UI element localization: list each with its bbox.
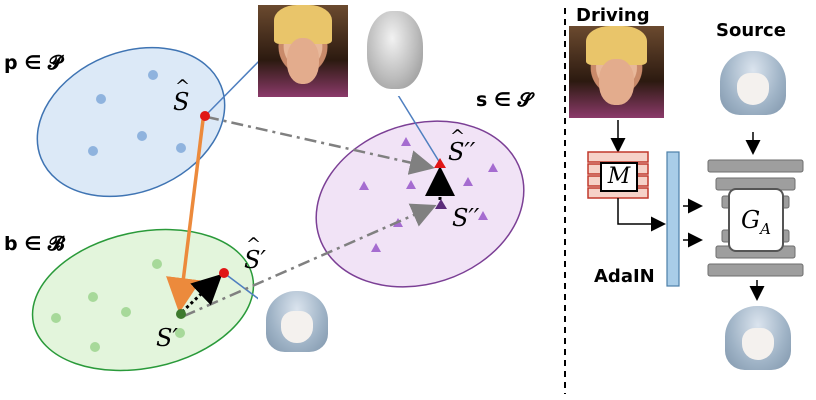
point-s-hat-double-prime bbox=[434, 158, 446, 168]
set-b-label: b ∈ 𝓑 bbox=[4, 233, 65, 255]
point-s-double-prime bbox=[435, 199, 447, 209]
arrow-mapper-to-adain bbox=[617, 198, 666, 232]
label-s-hat-double-prime: S′′ bbox=[448, 126, 475, 166]
face-3d-render bbox=[352, 4, 438, 96]
anime-face-bottom bbox=[258, 288, 336, 366]
orange-arrow-s-hat-to-s-prime bbox=[166, 119, 205, 313]
adain-label: AdaIN bbox=[594, 266, 655, 287]
set-p-samples bbox=[88, 70, 186, 156]
output-anime-face bbox=[717, 303, 799, 385]
generator-ga-box: GA bbox=[728, 188, 784, 252]
mapping-arrow-b-to-s bbox=[183, 203, 437, 318]
point-s-prime bbox=[176, 309, 186, 319]
driving-photo-left bbox=[258, 5, 348, 97]
set-p-label: p ∈ 𝓟 bbox=[4, 52, 62, 74]
label-s-hat: S bbox=[173, 76, 191, 116]
driving-photo bbox=[569, 26, 664, 118]
point-s-hat bbox=[200, 111, 210, 121]
label-s-hat-prime: S′ bbox=[244, 234, 266, 274]
driving-label: Driving bbox=[576, 5, 650, 26]
set-s-ellipse bbox=[315, 120, 525, 288]
dotted-arrow-s-prime-to-s-hat-prime bbox=[180, 273, 223, 314]
set-s-label: s ∈ 𝓢 bbox=[476, 89, 533, 111]
source-label: Source bbox=[716, 20, 786, 41]
set-b-ellipse bbox=[31, 228, 255, 372]
source-anime-face bbox=[712, 48, 794, 130]
label-s-double-prime: S′′ bbox=[452, 204, 480, 232]
label-s-prime: S′ bbox=[156, 324, 178, 352]
mapper-m-box: M bbox=[600, 162, 638, 192]
set-b-samples bbox=[51, 259, 185, 352]
point-s-hat-prime bbox=[219, 268, 229, 278]
adain-bar bbox=[666, 151, 680, 287]
connector-s-hat-photo bbox=[204, 57, 263, 117]
